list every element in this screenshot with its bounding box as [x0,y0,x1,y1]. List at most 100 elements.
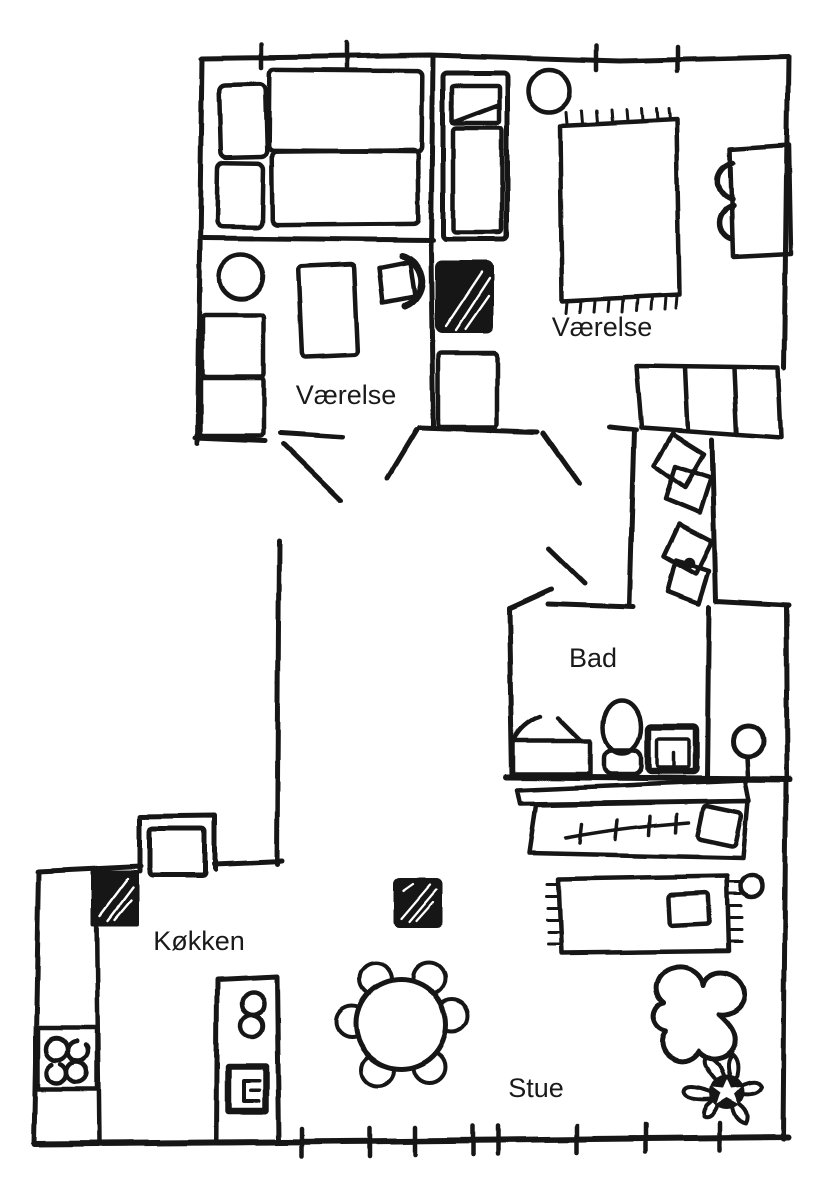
plant-leaf [701,1098,721,1119]
corridor-left-wall [626,427,637,607]
bathroom-furniture [510,698,766,781]
stove-side-bar [33,1036,40,1082]
wardrobe-icon [214,160,266,230]
tall-cabinet-icon [440,70,510,242]
kitchen-top-wall-right [211,858,285,867]
hatch-line [415,900,436,923]
corridor-right-wall [709,437,719,604]
plant-leaf [726,1052,740,1082]
hatch-line [113,899,133,922]
shelf-icon [197,375,267,439]
potted-plant-icon [681,1052,764,1126]
rug-fringe [545,880,744,946]
kitchen-left-wall [31,868,42,1147]
corridor-step-wall [713,598,791,608]
plant-leaf [730,1100,750,1126]
tall-cabinet-icon [450,102,501,125]
round-dining-table-icon [353,976,449,1072]
toilet-icon [600,698,644,756]
sofa-seam-tick [578,822,584,845]
laundry-diamonds-icon [665,557,712,607]
plant-leaf [702,1054,727,1085]
double-bed-icon [269,148,421,227]
kitchen-top-wall-left [35,863,144,874]
fridge-black-icon [91,870,139,926]
washbasin-icon [644,723,700,775]
corridor-items [651,431,715,607]
hatch-line [400,883,433,921]
kitchen-furniture [33,813,282,1146]
outer-right-wall-lower [780,776,789,1142]
hatch-line [464,294,491,331]
bathroom-door-leaf-2 [546,546,587,586]
outer-bottom-wall [31,1134,791,1147]
closet-3-section-icon [633,363,784,441]
oven-icon [242,1079,261,1104]
shower-icon [511,714,543,743]
laundry-diamonds-icon [651,431,707,490]
walls [31,52,793,1147]
room-label-living-room: Stue [508,1073,564,1103]
floor-lamp-icon [744,753,751,781]
bedroom1-door-stub [278,430,346,440]
desk-chair-icon [376,259,418,306]
floor-lamp-icon [730,723,766,759]
sideboard-icon [435,350,500,430]
stool-circle-icon [216,252,266,302]
wardrobe-icon [216,82,270,160]
hall-door-leaf [540,430,582,487]
lamp-circle-icon [525,67,573,115]
closet-divider [682,365,691,434]
stove-burners-icon [43,1035,71,1063]
sofa-seam-tick [647,814,652,837]
bedrooms-divider-wall [428,54,436,429]
stove-burners-icon [44,1060,70,1086]
desk-chair-icon [715,160,736,203]
bedroom1-bottom-wall [192,435,269,444]
plant-center-star [713,1079,741,1104]
black-box-icon [394,878,443,928]
room-label-bedroom-top-right: Værelse [552,312,653,342]
bedroom1-inner-divider [200,235,436,243]
dining-set [334,960,470,1088]
rug-fringe [564,107,678,316]
hatch-line [402,882,416,893]
hatch-line [98,877,130,918]
sofa-icon [514,777,752,861]
plant-leaf [739,1080,764,1097]
double-bed-icon [266,67,425,154]
laundry-diamonds-icon [663,463,714,516]
fringed-rug-icon [557,117,682,304]
desk-chair-icon [398,252,426,311]
kitchen-sink-icon [238,1012,266,1040]
coffee-table-icon [666,890,712,929]
sofa-seam-tick [614,818,620,841]
room-label-kitchen: Køkken [153,926,245,956]
hatch-line [106,886,135,923]
stove-burners-icon [64,1059,90,1085]
hatch-line [454,276,492,332]
room-label-bedroom-top-left: Værelse [296,380,397,410]
outer-right-wall-upper [781,54,791,371]
bathroom-door-leaf [506,586,554,611]
outer-right-wall-mid [783,603,790,780]
shower-icon [510,738,593,777]
rug-body [556,873,732,956]
sofa-seam [564,820,691,840]
small-circle-icon [738,872,766,900]
kitchen-sink-icon [239,990,267,1018]
fringed-rug-icon [545,873,744,956]
bedroom-top-right-furniture [435,67,794,441]
closet-divider [731,366,740,438]
bathroom-divider-wall [704,604,712,780]
bathroom-top-wall [545,601,636,610]
window-ticks [259,40,723,1160]
bedroom-top-left-furniture [197,67,426,439]
sofa-seat [526,798,751,861]
shelf-icon [199,312,267,380]
room-label-bathroom: Bad [569,643,617,673]
stove-burners-icon [65,1038,91,1064]
hall-living-divider-wall [274,538,282,867]
